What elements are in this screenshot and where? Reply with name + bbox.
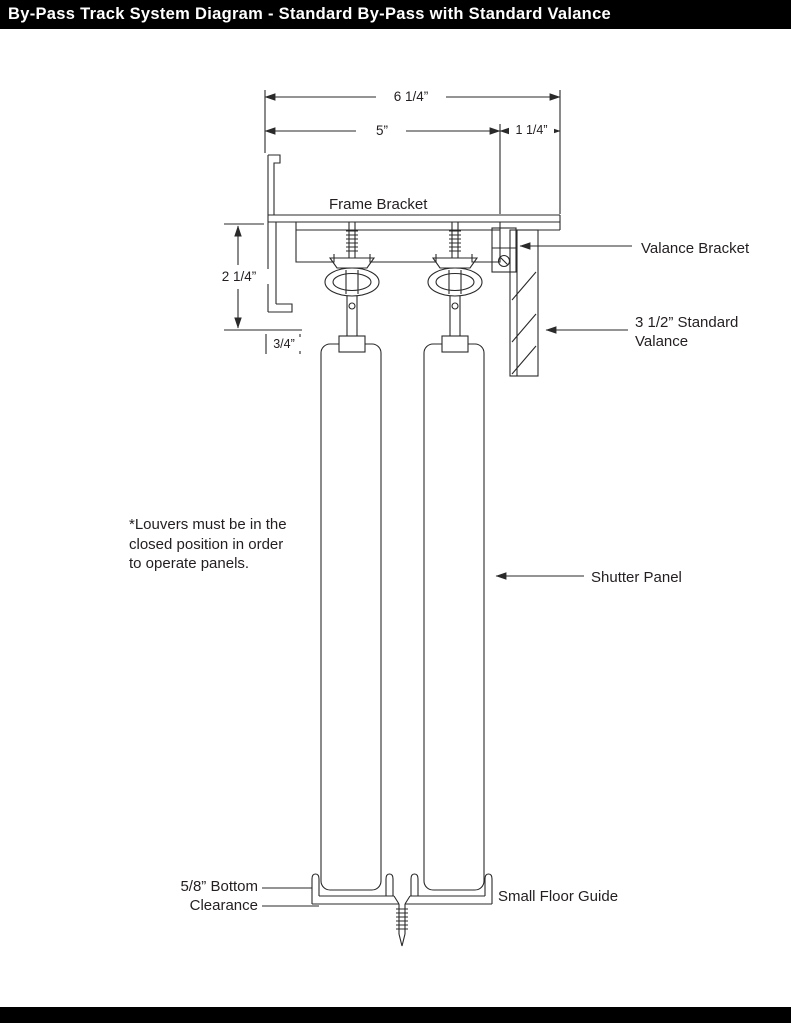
- floor-guide-shape: [311, 873, 493, 905]
- page-title: By-Pass Track System Diagram - Standard …: [8, 5, 612, 23]
- small-floor-guide-label: Small Floor Guide: [498, 888, 619, 905]
- louvers-note-line2: closed position in order: [129, 535, 284, 553]
- valance-shape: [509, 229, 539, 377]
- dimension-track-width: 5”: [359, 123, 405, 138]
- floor-screw-shape: [393, 895, 411, 947]
- standard-valance-label: 3 1/2” Standard Valance: [635, 313, 738, 351]
- dimension-overall-width: 6 1/4”: [377, 89, 445, 104]
- louvers-note-line1: *Louvers must be in the: [129, 516, 287, 533]
- valance-bracket-label: Valance Bracket: [641, 240, 750, 257]
- roller-trolley-right: [427, 222, 483, 353]
- valance-bracket-shape: [491, 227, 517, 273]
- louvers-note: *Louvers must be in the closed position …: [129, 515, 287, 574]
- bottom-clearance-line2: Clearance: [189, 897, 258, 914]
- frame-bracket-shape: [267, 154, 561, 313]
- dimension-valance-offset: 1 1/4”: [509, 123, 554, 137]
- louvers-note-line3: to operate panels.: [129, 555, 250, 572]
- header-bar: By-Pass Track System Diagram - Standard …: [0, 0, 791, 29]
- bottom-clearance-label: 5/8” Bottom Clearance: [136, 877, 258, 915]
- bottom-clearance-line1: 5/8” Bottom: [180, 878, 258, 895]
- dimension-flange-offset: 3/4”: [267, 337, 301, 351]
- frame-bracket-label: Frame Bracket: [329, 196, 428, 213]
- footer-bar: [0, 1007, 791, 1023]
- shutter-panel-label: Shutter Panel: [591, 569, 682, 586]
- standard-valance-line1: 3 1/2” Standard: [635, 314, 739, 331]
- roller-trolley-left: [324, 222, 380, 353]
- dimension-bracket-height: 2 1/4”: [209, 269, 269, 284]
- leader-arrows: [262, 242, 632, 907]
- standard-valance-line2: Valance: [635, 333, 689, 350]
- dimension-lines: [224, 90, 561, 354]
- shutter-panels-shape: [320, 343, 485, 891]
